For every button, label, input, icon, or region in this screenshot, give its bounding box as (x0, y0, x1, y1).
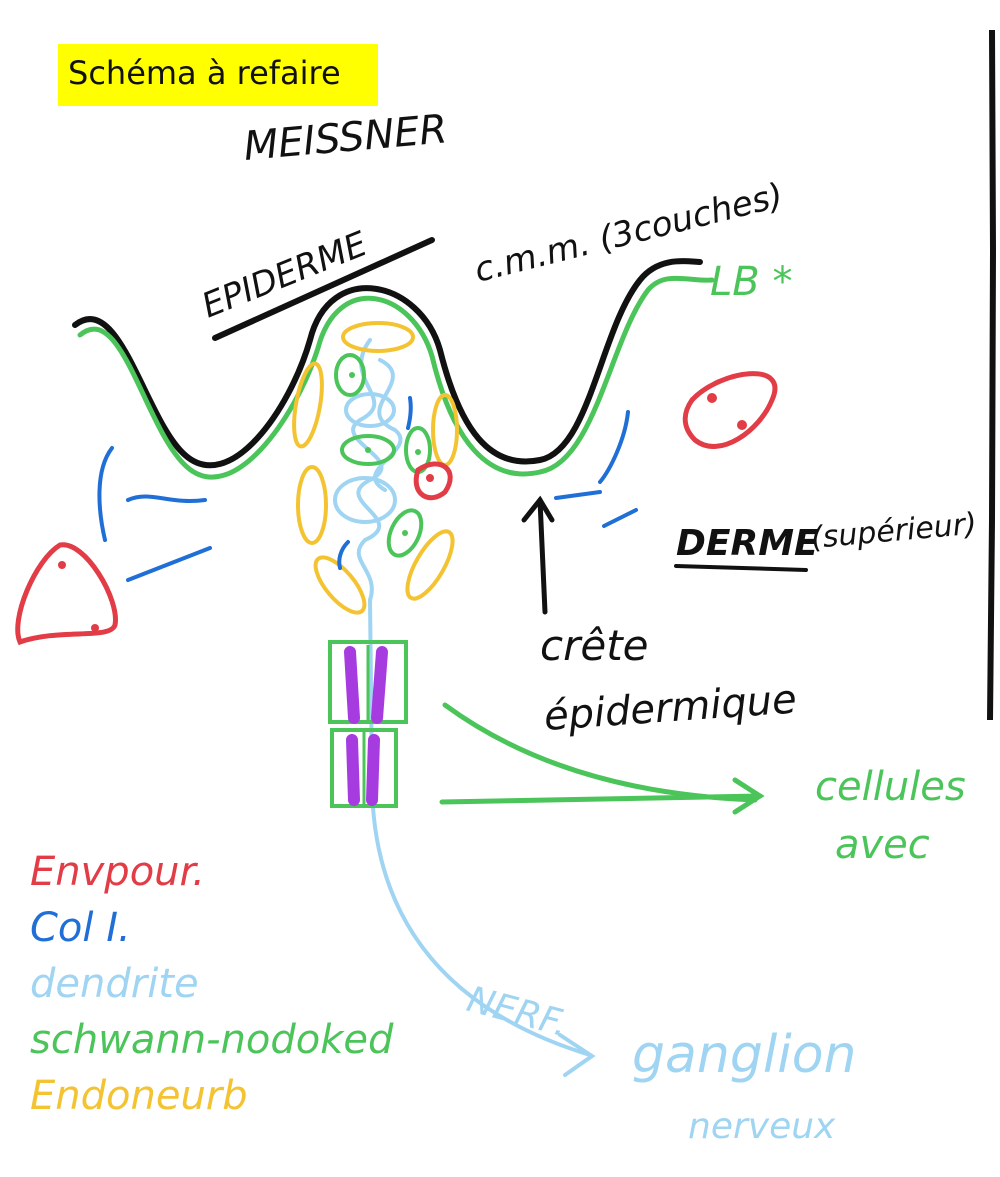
legend-item: Envpour. (30, 849, 205, 895)
legend-item: Endoneurb (30, 1073, 248, 1119)
header-note: Schéma à refaire (68, 54, 341, 92)
crete-label-2: épidermique (542, 676, 798, 740)
legend: Envpour. Col I. dendrite schwann-nodokedEnd… (30, 849, 394, 1119)
crete-label-1: crête (540, 621, 649, 670)
envelope-cells (15, 371, 778, 646)
derme-label: DERME (676, 523, 819, 564)
envelope-nuclei (58, 393, 747, 632)
ganglion-label-2: nerveux (688, 1106, 836, 1147)
legend-item: Col I. (30, 905, 131, 951)
ganglion-label-1: ganglion (632, 1025, 857, 1085)
legend-item: dendrite (30, 961, 199, 1007)
myelin-segments (328, 640, 408, 808)
schwann-nuclei (349, 372, 421, 536)
nerf-label: NERF. (463, 979, 572, 1045)
epidermis-contour (72, 258, 703, 469)
cellules-label-2: avec (835, 822, 930, 868)
derme-sup-label: (supérieur) (810, 507, 978, 556)
schwann-cells (334, 353, 432, 558)
legend-item: schwann-nodoked (30, 1017, 394, 1063)
dendrite-fiber (333, 338, 596, 1077)
lb-label: LB * (710, 259, 792, 305)
endoneurium-cells (292, 321, 459, 615)
crete-arrow (521, 495, 555, 615)
title-highlight (58, 44, 378, 106)
right-border-line (987, 29, 997, 721)
cellules-label-1: cellules (815, 764, 966, 810)
epiderme-underline (212, 237, 435, 341)
basal-lamina-line (77, 275, 715, 480)
epiderme-label: EPIDERME (196, 224, 373, 327)
derme-underline (674, 564, 808, 572)
meissner-label: MEISSNER (242, 106, 449, 170)
cellules-arrows (439, 702, 765, 815)
collagen-fibers (97, 396, 638, 582)
